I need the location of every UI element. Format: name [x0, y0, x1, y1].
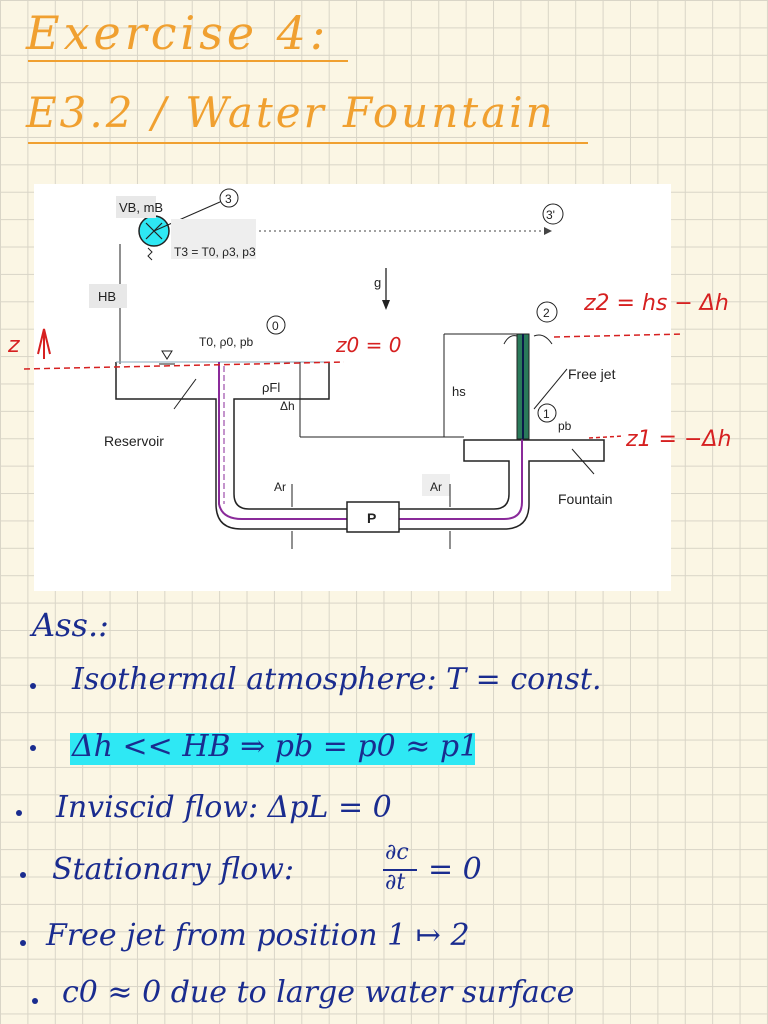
- title-underline: [28, 60, 348, 62]
- pump-box: [346, 501, 400, 533]
- fraction-bar: [383, 869, 417, 871]
- point-3-label: 3: [225, 192, 232, 206]
- label-ar-right: Ar: [430, 480, 442, 494]
- assumption-inviscid: Inviscid flow: ΔpL = 0: [56, 790, 392, 825]
- label-box-vb: [116, 196, 156, 218]
- label-pb: pb: [558, 419, 572, 433]
- point-3prime-label: 3': [546, 208, 555, 222]
- label-dh: Δh: [280, 399, 295, 413]
- exercise-subtitle: E3.2 / Water Fountain: [26, 88, 556, 137]
- label-vb-mb: VB, mB: [119, 200, 163, 215]
- point-1-label: 1: [543, 407, 550, 421]
- fraction-denominator: ∂t: [385, 870, 406, 895]
- label-box-hb: [89, 284, 127, 308]
- fountain-diagram: VB, mB T3 = T0, ρ3, p3 3 3' HB g T0, ρ0,…: [7, 184, 731, 591]
- label-rho-fl: ρFl: [262, 380, 280, 395]
- dotted-arrow-head: [544, 227, 552, 235]
- bullet-1: [30, 683, 36, 689]
- assumption-surface: c0 ≈ 0 due to large water surface: [62, 975, 575, 1010]
- note-z0: z0 = 0: [335, 333, 401, 357]
- z-axis-arrow-icon: [37, 328, 51, 359]
- subtitle-underline: [28, 142, 588, 144]
- fraction-rhs: = 0: [428, 852, 482, 887]
- label-fountain: Fountain: [558, 491, 612, 507]
- bullet-2: [30, 745, 36, 751]
- exercise-title: Exercise 4:: [26, 6, 330, 60]
- diagram-svg: VB, mB T3 = T0, ρ3, p3 3 3' HB g T0, ρ0,…: [7, 188, 731, 549]
- label-box-ar-right: [422, 474, 450, 496]
- bullet-3: [16, 810, 22, 816]
- assumption-stationary: Stationary flow:: [52, 852, 295, 887]
- assumption-pressure: Δh << HB ⇒ pb = p0 ≈ p1: [72, 729, 479, 764]
- water-level-icon: [161, 350, 173, 360]
- note-z: z: [7, 333, 20, 358]
- label-t3: T3 = T0, ρ3, p3: [174, 245, 256, 259]
- label-gravity: g: [374, 275, 381, 290]
- note-z1: z1 = −Δh: [625, 427, 731, 452]
- label-reservoir: Reservoir: [104, 433, 164, 449]
- point-0-label: 0: [272, 319, 279, 333]
- spring-icon: [147, 247, 153, 261]
- fraction-numerator: ∂c: [385, 840, 409, 865]
- assumptions-heading: Ass.:: [32, 606, 109, 644]
- label-box-t3: [171, 219, 256, 259]
- assumption-isothermal: Isothermal atmosphere: T = const.: [72, 662, 602, 697]
- point-2-label: 2: [543, 306, 550, 320]
- highlight-marker: [70, 733, 475, 765]
- reservoir-pipe-outline: [115, 362, 605, 530]
- bullet-4: [20, 872, 26, 878]
- label-hb: HB: [98, 289, 116, 304]
- label-t0: T0, ρ0, pb: [199, 335, 254, 349]
- label-ar-left: Ar: [274, 480, 286, 494]
- bullet-5: [20, 940, 26, 946]
- label-pump: P: [367, 510, 376, 526]
- bullet-6: [32, 998, 38, 1004]
- label-hs: hs: [452, 384, 466, 399]
- z0-level-line: [23, 361, 345, 370]
- assumption-free-jet: Free jet from position 1 ↦ 2: [46, 918, 470, 953]
- label-free-jet: Free jet: [568, 366, 616, 382]
- note-z2: z2 = hs − Δh: [583, 291, 729, 316]
